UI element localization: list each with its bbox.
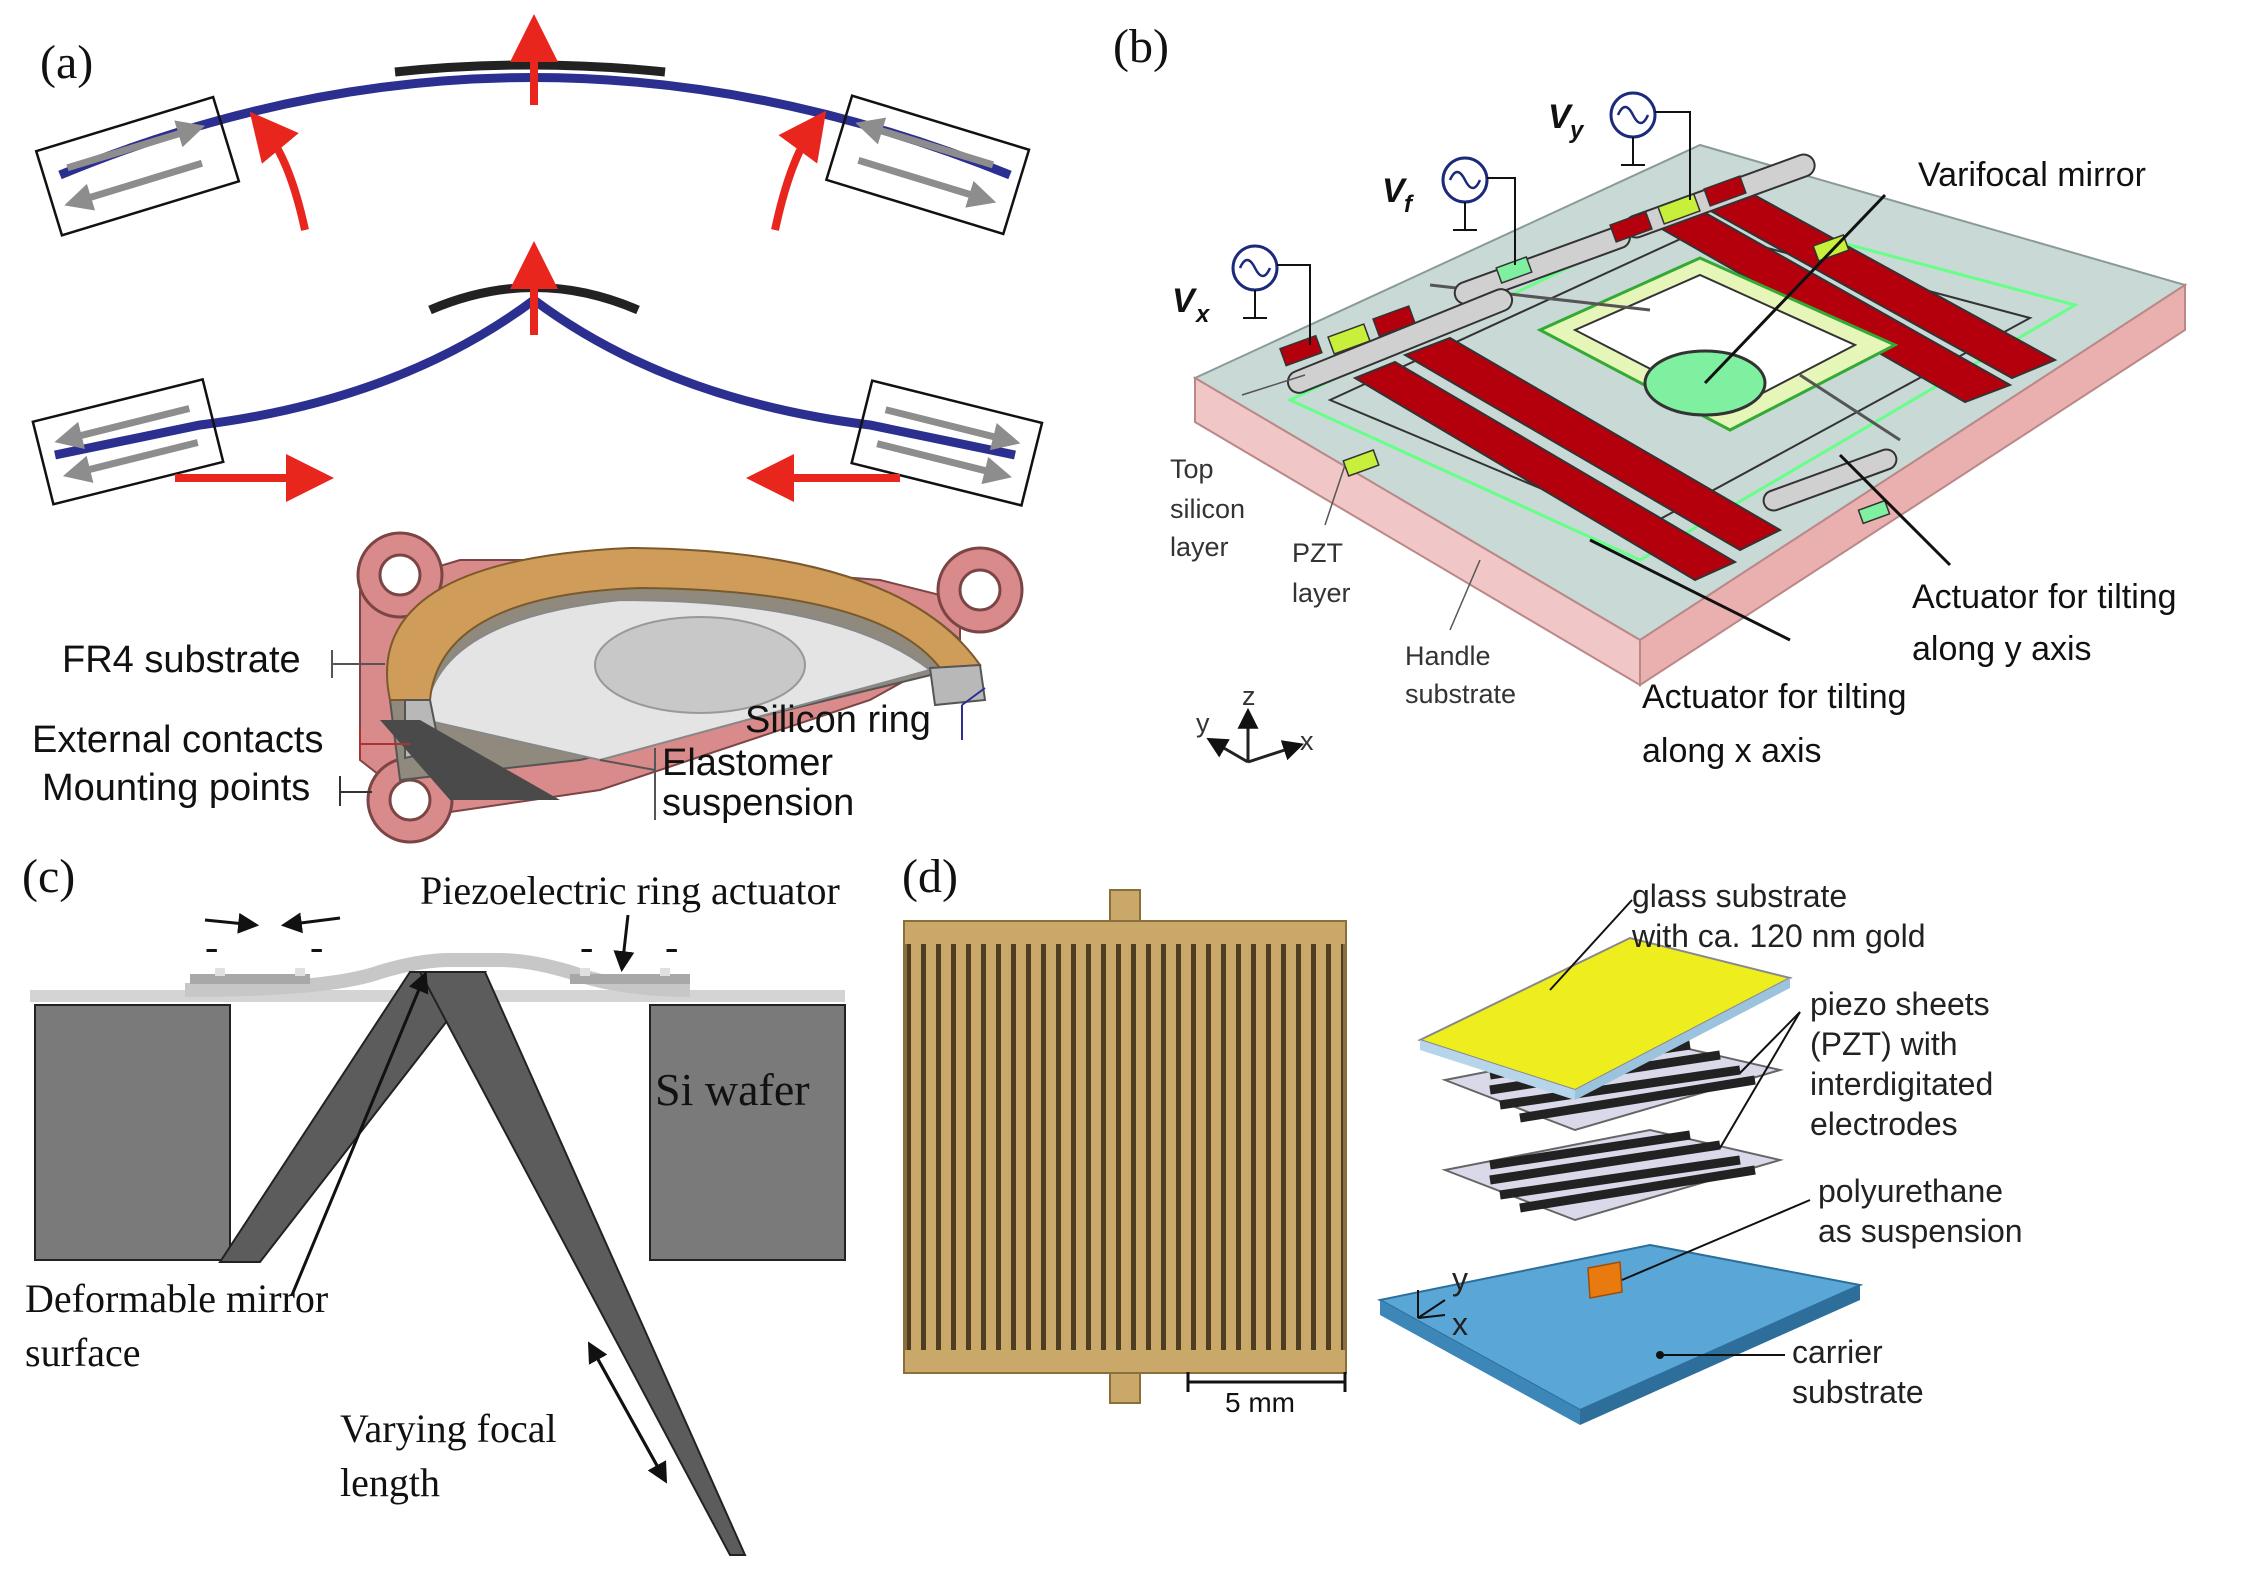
source-vx: V x [1172,244,1311,345]
si-wafer-right [649,1004,846,1261]
label-handle-line2: substrate [1405,679,1516,709]
label-carrier-line1: carrier [1792,1334,1883,1370]
panel-b: (b) [1113,20,2188,770]
panel-a-labels: FR4 substrate External contacts Mounting… [32,639,986,824]
label-top-line1: Top [1170,454,1214,484]
label-pzt-line2: layer [1292,578,1351,608]
panel-b-letter: (b) [1113,20,1169,73]
label-pu-line2: as suspension [1818,1213,2023,1249]
vy-sub: y [1569,117,1585,144]
label-piezo-line3: interdigitated [1810,1066,1993,1102]
axis-d-y: y [1452,1261,1468,1297]
exploded-stack [1377,936,1864,1425]
label-handle-line1: Handle [1405,641,1491,671]
label-actuator-x-line1: Actuator for tilting [1642,678,1907,716]
label-actuator-x-line2: along x axis [1642,732,1822,770]
label-external-contacts: External contacts [32,719,323,761]
label-piezo-line4: electrodes [1810,1106,1958,1142]
label-deformable-mirror-line2: surface [25,1330,140,1375]
actuator-box-lower-left [31,377,225,506]
chip [1192,143,2188,687]
electrode-photo [903,889,1347,1404]
actuator-box-upper-right [824,94,1031,236]
panel-d-letter: (d) [902,850,958,903]
label-pzt-line1: PZT [1292,538,1343,568]
vf-sub: f [1404,191,1414,218]
label-pu-line1: polyurethane [1818,1173,2003,1209]
label-deformable-mirror-line1: Deformable mirror [25,1276,328,1321]
label-piezo-line2: (PZT) with [1810,1026,1958,1062]
panel-c-letter: (c) [22,850,75,903]
label-actuator-y-line2: along y axis [1912,630,2092,668]
source-vy: V y [1548,91,1691,200]
panel-c: (c) - - - - Piezoelectric ring actuator … [22,850,846,1556]
panel-d: (d) 5 mm [902,850,2023,1425]
panel-a: (a) [31,14,1044,844]
label-actuator-y-line1: Actuator for tilting [1912,578,2177,616]
scale-bar: 5 mm [1186,1372,1347,1418]
actuator-box-upper-left [34,95,241,237]
charge-minus-3: - [580,924,593,969]
label-glass-line2: with ca. 120 nm gold [1631,918,1926,954]
label-varifocal-mirror: Varifocal mirror [1918,156,2146,194]
label-mounting-points: Mounting points [42,767,310,809]
label-glass-line1: glass substrate [1632,878,1847,914]
charge-minus-1: - [205,924,218,969]
charge-minus-2: - [310,924,323,969]
label-fr4-substrate: FR4 substrate [62,639,301,681]
label-piezo-ring-actuator: Piezoelectric ring actuator [420,868,840,913]
label-focal-length-line2: length [340,1460,440,1505]
axes-b: z x y [1196,681,1314,764]
label-elastomer-line2: suspension [662,782,854,824]
label-silicon-ring: Silicon ring [745,699,931,741]
label-piezo-line1: piezo sheets [1810,986,1990,1022]
ring-device [356,531,1024,844]
vy-label: V [1548,98,1574,136]
axes-d: y x [1417,1261,1468,1342]
axis-b-y: y [1196,708,1210,738]
label-top-line2: silicon [1170,494,1245,524]
charge-minus-4: - [665,924,678,969]
axis-d-x: x [1452,1306,1468,1342]
vf-label: V [1382,172,1408,210]
si-wafer-left [34,1004,231,1261]
label-elastomer-line1: Elastomer [662,742,833,784]
scale-bar-label: 5 mm [1225,1387,1295,1418]
axis-b-z: z [1242,681,1256,711]
label-focal-length-line1: Varying focal [340,1406,557,1451]
vx-label: V [1172,282,1198,320]
panel-a-letter: (a) [40,36,93,89]
actuator-box-lower-right [850,379,1044,507]
source-vf: V f [1382,156,1516,265]
label-top-line3: layer [1170,532,1229,562]
axis-b-x: x [1300,726,1314,756]
label-si-wafer: Si wafer [655,1064,810,1115]
vx-sub: x [1194,301,1211,328]
label-carrier-line2: substrate [1792,1374,1924,1410]
beam-upper [34,14,1031,237]
beam-lower [31,241,1044,507]
